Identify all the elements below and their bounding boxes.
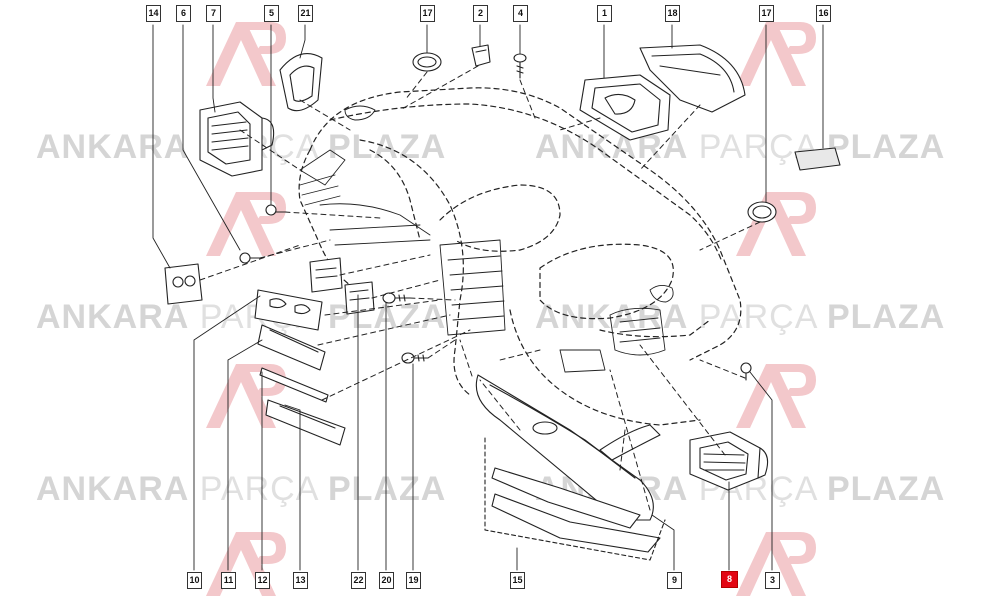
watermark-word-parca: PARÇA bbox=[698, 128, 817, 166]
watermark-logo-2 bbox=[728, 18, 816, 88]
callout-3[interactable]: 3 bbox=[765, 572, 780, 589]
part-4-screw bbox=[513, 53, 527, 79]
watermark-text-4: ANKARA PARÇA PLAZA bbox=[535, 298, 945, 337]
part-7-left-air-vent bbox=[199, 101, 275, 177]
part-3-fastener bbox=[740, 362, 752, 381]
part-5-fastener bbox=[265, 204, 287, 216]
part-6-fastener bbox=[239, 252, 261, 264]
watermark-logo-1 bbox=[198, 18, 286, 88]
part-1-cluster-bezel bbox=[579, 74, 671, 141]
callout-17-right[interactable]: 17 bbox=[759, 5, 774, 22]
watermark-text-2: ANKARA PARÇA PLAZA bbox=[535, 128, 945, 167]
part-11-trim bbox=[257, 324, 326, 371]
part-19-screw bbox=[401, 352, 429, 364]
watermark-word-ankara: ANKARA bbox=[36, 128, 190, 166]
callout-15[interactable]: 15 bbox=[510, 572, 525, 589]
part-18-upper-cover bbox=[639, 44, 746, 113]
callout-10[interactable]: 10 bbox=[187, 572, 202, 589]
watermark-word-plaza: PLAZA bbox=[826, 470, 946, 508]
dashboard-inner-structure bbox=[299, 105, 674, 373]
part-17-speaker-grille-top bbox=[412, 52, 442, 72]
part-21-panel-trim bbox=[279, 53, 323, 112]
part-2-clip bbox=[471, 44, 491, 67]
callout-5[interactable]: 5 bbox=[264, 5, 279, 22]
part-9-glovebox bbox=[475, 374, 661, 521]
watermark-word-ankara: ANKARA bbox=[36, 470, 190, 508]
part-12-strip bbox=[259, 367, 329, 403]
callout-7[interactable]: 7 bbox=[206, 5, 221, 22]
watermark-text-5: ANKARA PARÇA PLAZA bbox=[36, 470, 446, 509]
watermark-word-plaza: PLAZA bbox=[826, 298, 946, 336]
callout-1[interactable]: 1 bbox=[597, 5, 612, 22]
watermark-word-parca: PARÇA bbox=[698, 298, 817, 336]
callout-19[interactable]: 19 bbox=[406, 572, 421, 589]
part-17-speaker-grille-right bbox=[747, 201, 777, 223]
callout-21[interactable]: 21 bbox=[298, 5, 313, 22]
callout-8-highlighted[interactable]: 8 bbox=[721, 571, 738, 588]
watermark-logo-5 bbox=[198, 360, 286, 430]
watermark-logo-4 bbox=[728, 188, 816, 258]
watermark-word-parca: PARÇA bbox=[199, 470, 318, 508]
dashed-assembly-lines bbox=[199, 65, 761, 511]
callout-6[interactable]: 6 bbox=[176, 5, 191, 22]
part-16-pad bbox=[794, 147, 841, 171]
callout-9[interactable]: 9 bbox=[667, 572, 682, 589]
callout-13[interactable]: 13 bbox=[293, 572, 308, 589]
callout-20[interactable]: 20 bbox=[379, 572, 394, 589]
dashboard-outline bbox=[298, 87, 742, 426]
callout-18[interactable]: 18 bbox=[665, 5, 680, 22]
part-8-right-air-vent bbox=[689, 431, 769, 491]
watermark-word-ankara: ANKARA bbox=[535, 128, 689, 166]
watermark-word-ankara: ANKARA bbox=[36, 298, 190, 336]
watermark-word-ankara: ANKARA bbox=[535, 298, 689, 336]
callout-14[interactable]: 14 bbox=[146, 5, 161, 22]
part-13-panel bbox=[265, 399, 346, 446]
watermark-logo-6 bbox=[728, 360, 816, 430]
watermark-logo-8 bbox=[728, 528, 816, 598]
part-22-switch-block bbox=[309, 257, 375, 315]
callout-16[interactable]: 16 bbox=[816, 5, 831, 22]
watermark-word-plaza: PLAZA bbox=[826, 128, 946, 166]
part-20-screw bbox=[382, 292, 411, 304]
callout-17-top[interactable]: 17 bbox=[420, 5, 435, 22]
part-14-switch-panel bbox=[164, 263, 203, 305]
watermark-word-plaza: PLAZA bbox=[327, 470, 447, 508]
callout-leader-lines bbox=[152, 24, 824, 571]
callout-11[interactable]: 11 bbox=[221, 572, 236, 589]
callout-12[interactable]: 12 bbox=[255, 572, 270, 589]
callout-2[interactable]: 2 bbox=[473, 5, 488, 22]
callout-22[interactable]: 22 bbox=[351, 572, 366, 589]
part-10-bezel bbox=[254, 289, 323, 331]
part-15-lower-panels bbox=[484, 437, 666, 561]
watermark-logo-3 bbox=[198, 188, 286, 258]
callout-4[interactable]: 4 bbox=[513, 5, 528, 22]
